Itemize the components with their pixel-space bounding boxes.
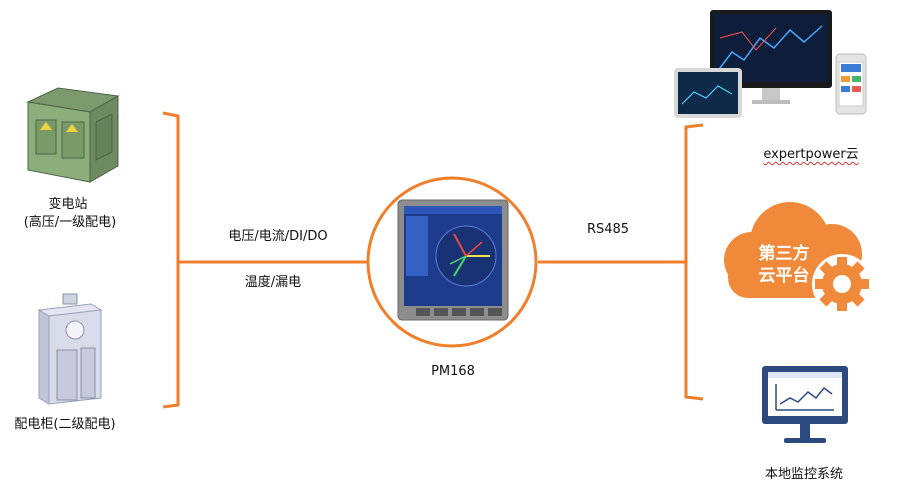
left-bracket — [162, 111, 180, 409]
signal-label-top: 电压/电流/DI/DO — [228, 229, 328, 244]
signal-label-bottom: 温度/漏电 — [244, 275, 302, 290]
expertpower-cloud-label: expertpower云 — [763, 147, 859, 162]
right-bracket — [684, 123, 704, 401]
device-name: PM168 — [431, 364, 475, 379]
monitor-chart-icon — [758, 364, 852, 448]
transformer-box-icon — [18, 82, 128, 187]
multi-device-icon — [672, 8, 868, 120]
cabinet-label: 配电柜(二级配电) — [14, 417, 116, 432]
third-party-line2: 云平台 — [758, 266, 810, 286]
substation-label: 变电站 — [48, 197, 88, 212]
substation-sublabel: (高压/一级配电) — [23, 215, 117, 230]
third-party-line1: 第三方 — [758, 244, 810, 264]
power-meter-icon — [366, 176, 538, 348]
distribution-cabinet-icon — [35, 292, 105, 407]
local-monitor-label: 本地监控系统 — [764, 467, 843, 482]
protocol-label: RS485 — [586, 222, 630, 237]
cloud-gear-icon — [718, 196, 902, 330]
